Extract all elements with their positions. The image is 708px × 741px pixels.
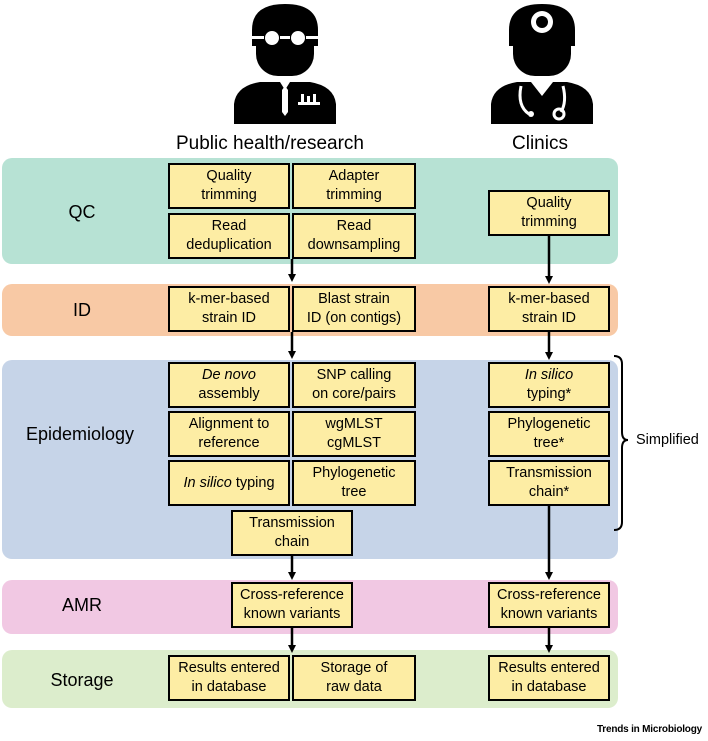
simplified-bracket bbox=[613, 355, 629, 531]
band-label-id: ID bbox=[73, 300, 91, 320]
header-clinics: Clinics bbox=[512, 133, 568, 154]
band-label-storage: Storage bbox=[50, 670, 114, 690]
box-in-silico-typing-left: In silico typing bbox=[168, 460, 290, 506]
researcher-icon bbox=[234, 4, 336, 124]
clinician-icon bbox=[491, 4, 593, 124]
simplified-label: Simplified bbox=[636, 432, 699, 448]
header-public-health: Public health/research bbox=[176, 133, 364, 154]
journal-credit: Trends in Microbiology bbox=[596, 724, 702, 735]
band-label-epidemiology: Epidemiology bbox=[25, 424, 135, 444]
band-label-amr: AMR bbox=[62, 595, 102, 615]
band-label-qc: QC bbox=[68, 202, 96, 222]
